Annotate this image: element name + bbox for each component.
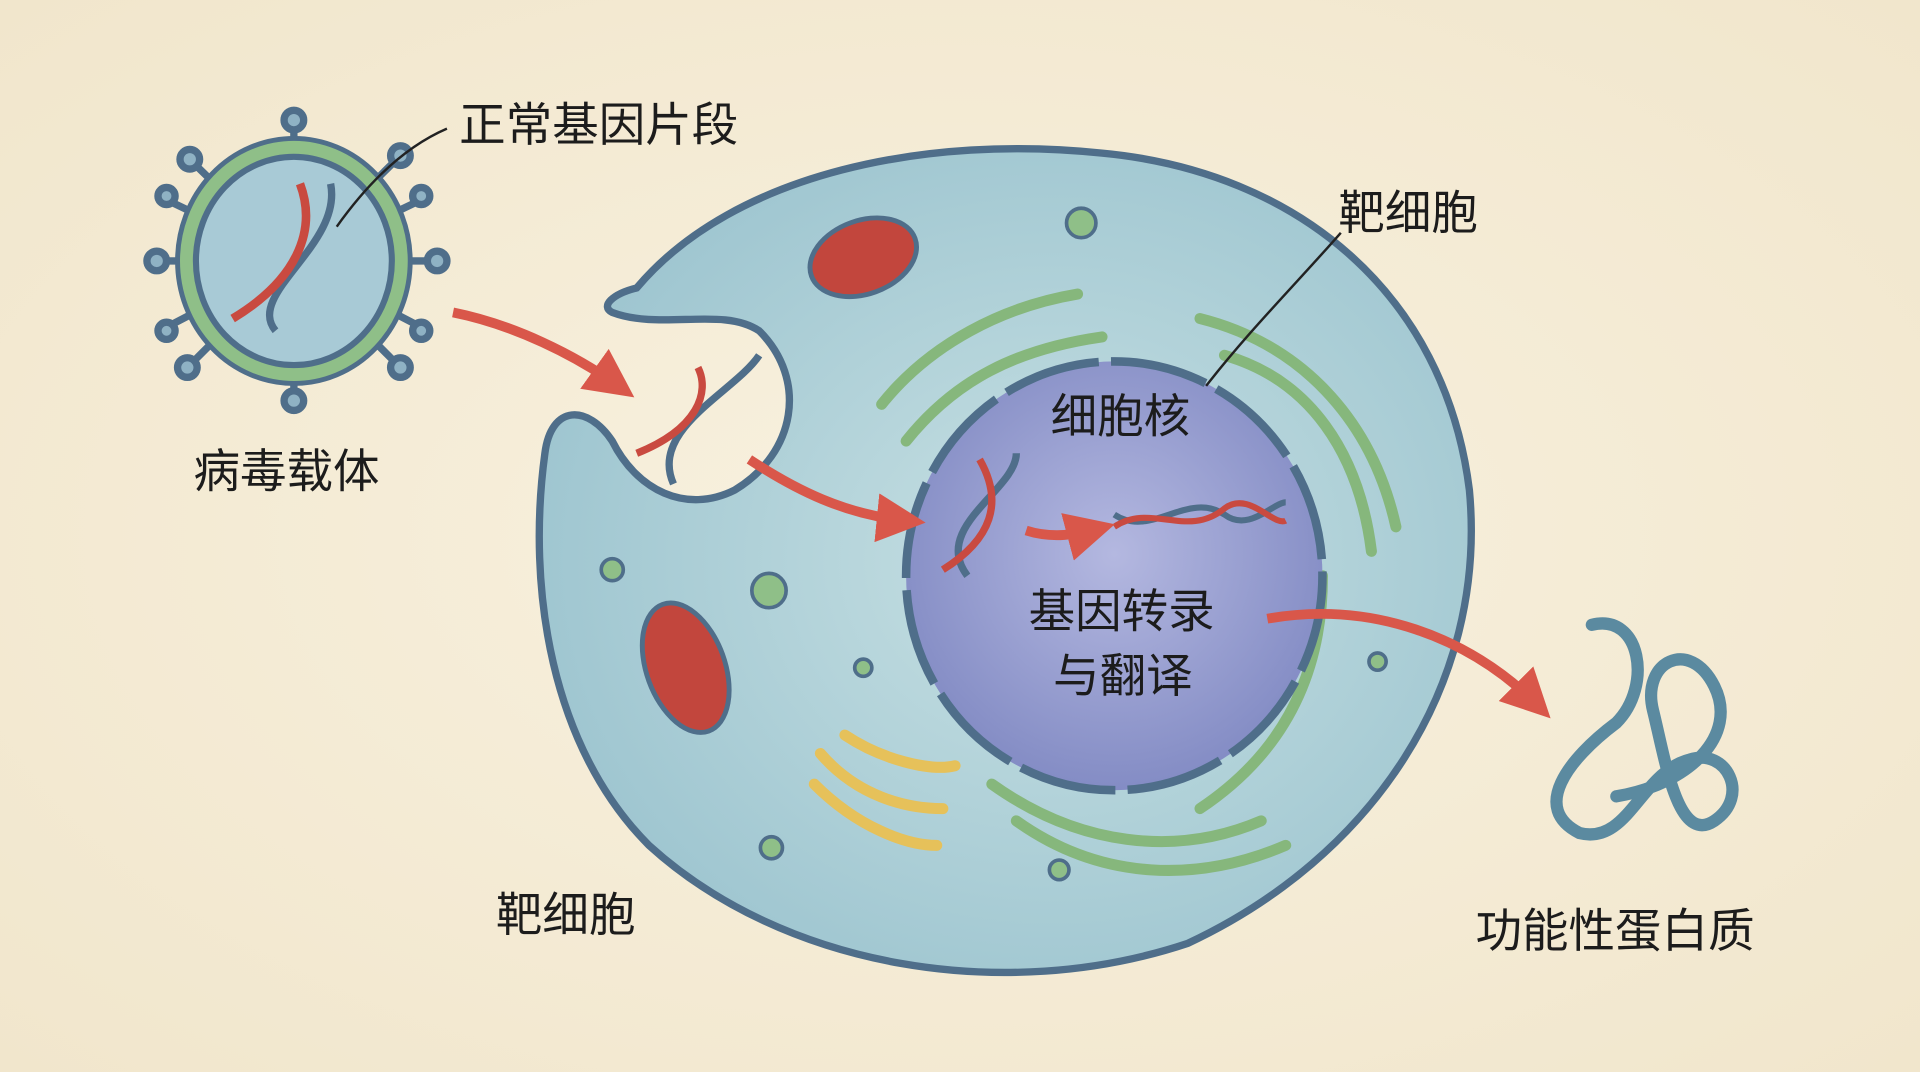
gene-fragment-leader-line xyxy=(335,127,448,228)
mitochondrion xyxy=(807,215,919,300)
viral-vector-label: 病毒载体 xyxy=(193,445,379,499)
target-cell-leader-line xyxy=(1205,231,1342,387)
process-arrows xyxy=(452,307,1551,719)
arrow-icon xyxy=(452,307,635,398)
mitochondrion xyxy=(639,600,732,735)
gene-fragment-label: 正常基因片段 xyxy=(459,98,738,152)
endoplasmic-reticulum xyxy=(876,288,1402,876)
dna-icon xyxy=(940,452,1020,579)
protein-icon xyxy=(1550,617,1739,841)
nucleus-label: 细胞核 xyxy=(1051,389,1191,443)
dna-icon xyxy=(1112,499,1288,530)
vesicles xyxy=(599,206,1388,882)
transcription-label-line1: 基因转录 xyxy=(1029,584,1215,638)
target-cell-label-top: 靶细胞 xyxy=(1338,186,1478,240)
functional-protein-label: 功能性蛋白质 xyxy=(1476,904,1755,958)
target-cell-label-bottom: 靶细胞 xyxy=(496,888,636,942)
dna-icon xyxy=(635,353,763,486)
arrow-icon xyxy=(1266,609,1551,719)
arrow-icon xyxy=(1024,513,1115,561)
viral-vector-icon xyxy=(143,106,451,415)
transcription-label-line2: 与翻译 xyxy=(1053,649,1193,703)
golgi-apparatus xyxy=(808,729,961,851)
arrow-icon xyxy=(746,455,926,543)
